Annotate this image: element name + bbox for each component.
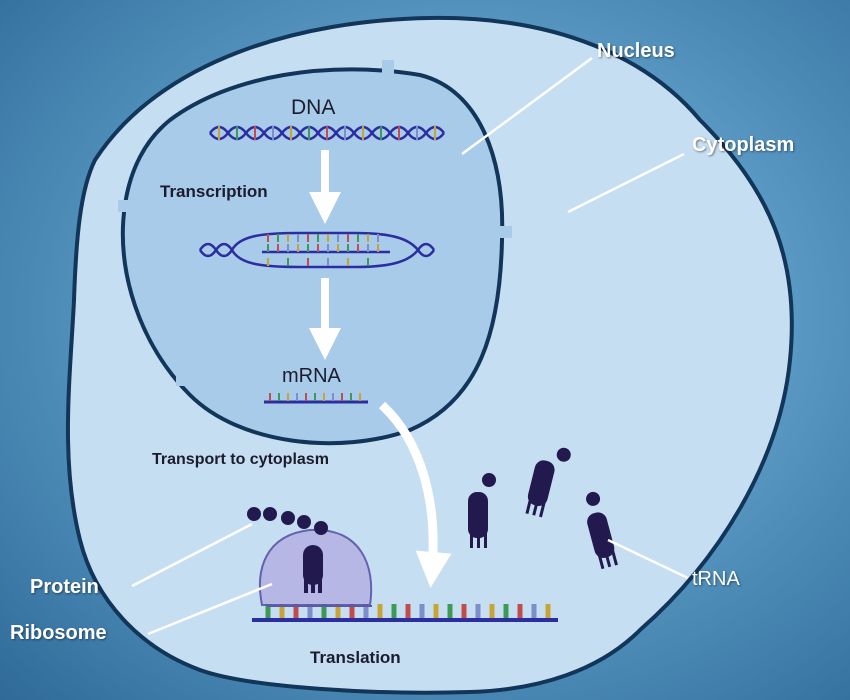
nucleus-label: Nucleus <box>597 40 675 62</box>
ribosome-trna <box>303 545 323 593</box>
protein-chain <box>247 507 328 535</box>
mrna-strand <box>264 393 368 404</box>
transport-arrow <box>378 401 452 588</box>
dna-label: DNA <box>291 96 336 119</box>
mrna-label: mRNA <box>282 365 341 387</box>
trna-molecule <box>468 473 496 548</box>
transcription-bubble <box>198 231 436 269</box>
protein-label: Protein <box>30 576 99 598</box>
nuclear-pore <box>382 60 394 84</box>
protein-leader-line <box>131 522 253 588</box>
transport-label: Transport to cytoplasm <box>152 451 329 468</box>
nuclear-pore <box>118 200 134 212</box>
transcription-label: Transcription <box>160 182 268 201</box>
trna-molecule <box>586 491 618 570</box>
cytoplasm-label: Cytoplasm <box>692 134 795 156</box>
trna-leader-line <box>607 538 689 580</box>
nuclear-pore <box>176 372 190 386</box>
nucleus-envelope <box>120 67 505 446</box>
trna-molecule <box>525 447 571 518</box>
cytoplasm-leader-line <box>567 152 685 214</box>
ribosome-leader-line <box>147 582 273 636</box>
dna-helix <box>209 125 445 141</box>
translation-label: Translation <box>310 648 401 667</box>
trna-label: tRNA <box>692 568 740 590</box>
ribosome-label: Ribosome <box>10 622 107 644</box>
nucleus-leader-line <box>461 56 593 156</box>
nuclear-pore <box>490 226 512 238</box>
